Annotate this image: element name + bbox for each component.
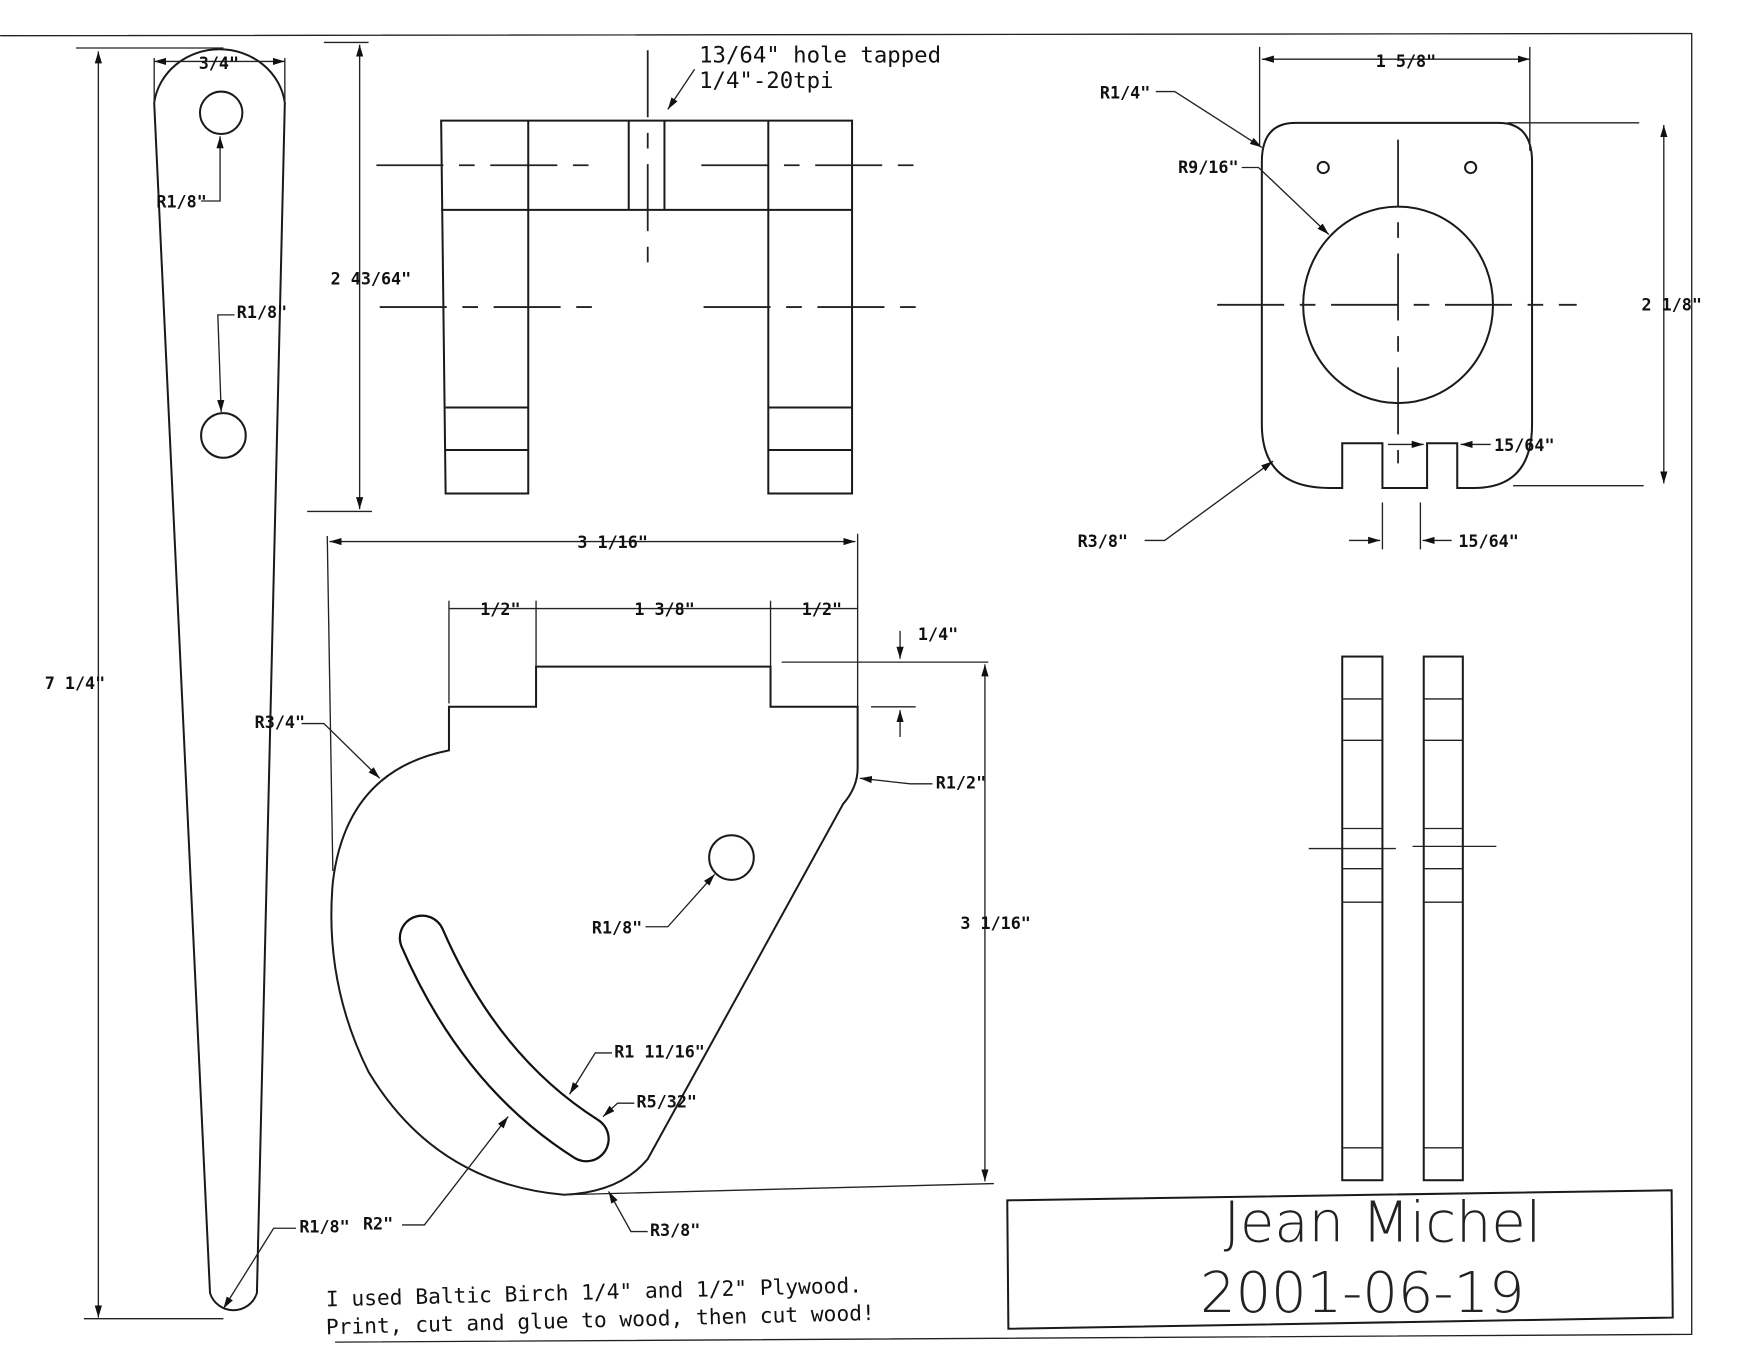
plate-r-hole-label: R9/16" (1178, 157, 1238, 177)
profile-seg-right-label: 1/2" (802, 599, 842, 619)
profile-r-right-label: R1/2" (936, 772, 986, 792)
hole-note-line2: 1/4"-20tpi (699, 68, 833, 94)
arm-view: 3/4" 7 1/4" R1/8" R1/8" R1/8" (45, 47, 350, 1320)
arm-outline (153, 48, 286, 1312)
hole-note-line1: 13/64" hole tapped (699, 43, 941, 69)
profile-r-hole-label: R1/8" (592, 917, 642, 937)
arm-hole-mid-label: R1/8" (237, 302, 287, 322)
strips-view (1308, 655, 1497, 1182)
plate-view: 1 5/8" 2 1/8" R1/4" R9/16" R3/8" 15/64" … (1078, 46, 1702, 551)
plate-r-bottom-label: R3/8" (1078, 531, 1128, 551)
arm-hole-top-label: R1/8" (156, 192, 206, 212)
profile-height-label: 3 1/16" (960, 913, 1031, 933)
profile-step-label: 1/4" (918, 624, 958, 644)
author-name: Jean Michel (1224, 1191, 1542, 1256)
plate-height-label: 2 1/8" (1641, 294, 1701, 314)
profile-seg-mid-label: 1 3/8" (634, 599, 694, 619)
side-profile-view: 3 1/16" 1/2" 1 3/8" 1/2" 1/4" 3 1/16" R3… (255, 532, 1031, 1240)
plate-r-top-label: R1/4" (1100, 82, 1150, 102)
profile-r-slot-arc-label: R1 11/16" (614, 1041, 705, 1061)
plate-notch-1-label: 15/64" (1494, 435, 1554, 455)
arm-tip-label: R1/8" (299, 1217, 349, 1237)
profile-r-slot-end-label: R5/32" (637, 1092, 697, 1112)
plate-notch-2-label: 15/64" (1458, 531, 1518, 551)
sheet-border (0, 32, 1693, 1343)
profile-seg-left-label: 1/2" (480, 599, 520, 619)
profile-r-bottom-label: R3/8" (650, 1220, 700, 1240)
profile-width-label: 3 1/16" (577, 532, 648, 552)
profile-r-left-label: R3/4" (255, 712, 305, 732)
u-height-label: 2 43/64" (331, 269, 412, 289)
plate-width-label: 1 5/8" (1376, 51, 1436, 71)
arm-hole-top (198, 90, 244, 135)
arm-length-label: 7 1/4" (45, 673, 105, 693)
drawing-date: 2001-06-19 (1200, 1261, 1524, 1326)
arm-hole-mid (200, 412, 247, 459)
profile-r-big-label: R2" (363, 1213, 393, 1233)
u-bracket-view: 2 43/64" 13/64" hole tapped 1/4"-20tpi (307, 41, 941, 513)
arm-width-label: 3/4" (199, 53, 239, 73)
title-block: Jean Michel 2001-06-19 (1006, 1189, 1674, 1330)
